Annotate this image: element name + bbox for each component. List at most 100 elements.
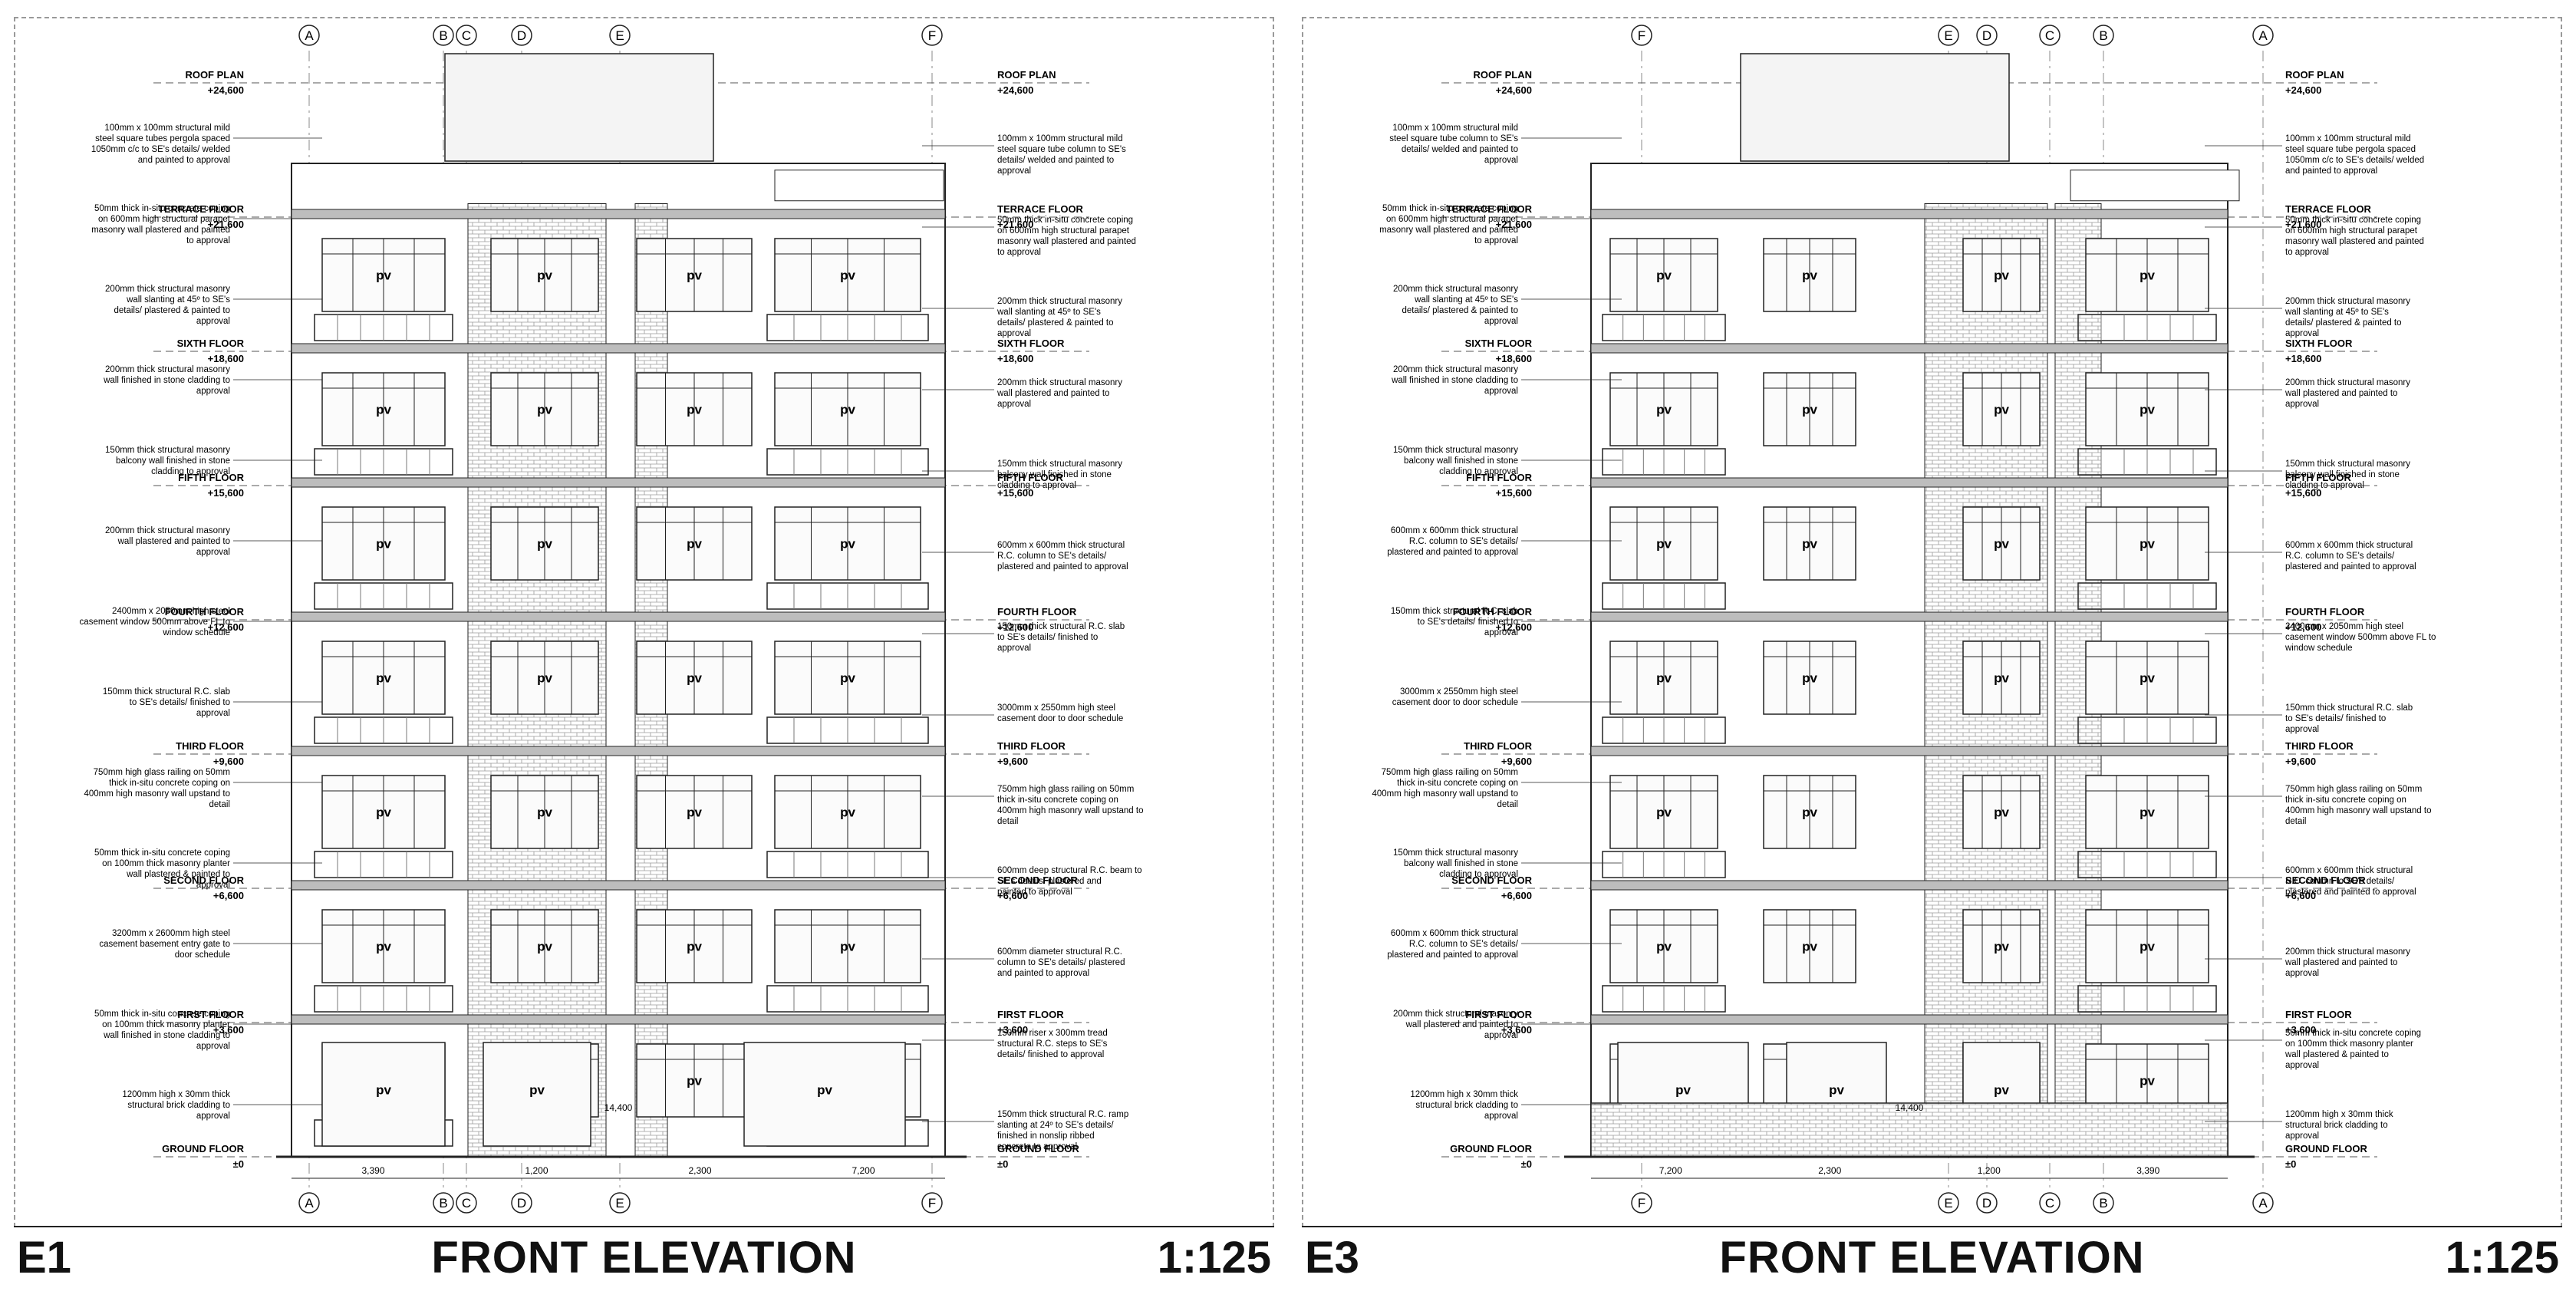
note-left: masonry wall plastered and painted <box>91 226 230 235</box>
window-tag: pv <box>1656 403 1672 417</box>
note-right: wall plastered and painted to <box>2284 389 2397 398</box>
window-tag: pv <box>1994 805 2009 820</box>
level-name-left: THIRD FLOOR <box>176 740 244 752</box>
level-value-right: +6,600 <box>2285 890 2316 901</box>
note-left: 600mm x 600mm thick structural <box>1391 929 1518 938</box>
window-tag: pv <box>376 940 391 954</box>
level-value-right: +24,600 <box>2285 84 2321 96</box>
window-tag: pv <box>1994 940 2009 954</box>
note-left: 100mm x 100mm structural mild <box>1392 124 1518 133</box>
note-right: 3000mm x 2550mm high steel <box>997 703 1115 713</box>
window-tag: pv <box>1994 268 2009 283</box>
grid-bubble-top <box>2039 25 2060 46</box>
note-right: on 600mm high structural parapet <box>997 226 1130 235</box>
grid-label-top: F <box>1638 28 1645 43</box>
level-name-right: SIXTH FLOOR <box>2285 338 2353 349</box>
drawing-code: E1 <box>17 1233 71 1283</box>
window-tag: pv <box>2140 940 2155 954</box>
level-value-right: +12,600 <box>997 621 1033 633</box>
window-tag: pv <box>687 268 702 283</box>
note-right: masonry wall plastered and painted <box>997 237 1136 246</box>
roof-structure <box>444 53 714 162</box>
level-name-right: ROOF PLAN <box>2285 69 2344 81</box>
window-tag: pv <box>376 671 391 686</box>
roof-pergola <box>774 170 944 202</box>
note-right: 150mm thick structural masonry <box>2285 459 2410 469</box>
grid-bubble-top <box>511 25 532 46</box>
note-left: approval <box>196 709 230 718</box>
window-tag: pv <box>687 805 702 820</box>
dimension-text: 1,200 <box>525 1165 548 1176</box>
note-left: 50mm thick in-situ concrete coping <box>94 204 230 213</box>
level-name-left: FOURTH FLOOR <box>1453 606 1533 618</box>
window-tag: pv <box>376 268 391 283</box>
note-right: slanting at 24º to SE's details/ <box>997 1121 1114 1130</box>
dimension-text: 2,300 <box>688 1165 711 1176</box>
note-right: wall slanting at 45º to SE's <box>996 308 1101 317</box>
window-tag: pv <box>840 537 855 552</box>
level-name-left: FIRST FLOOR <box>1465 1009 1532 1020</box>
window-tag: pv <box>2140 805 2155 820</box>
level-value-left: +6,600 <box>1501 890 1532 901</box>
level-name-left: SECOND FLOOR <box>163 874 244 886</box>
floor-slab <box>1590 209 2228 219</box>
note-right: 600mm diameter structural R.C. <box>997 947 1122 957</box>
note-left: plastered and painted to approval <box>1387 548 1518 557</box>
window-tag: pv <box>840 671 855 686</box>
grid-label-bottom: D <box>517 1196 526 1210</box>
note-left: approval <box>196 1042 230 1051</box>
level-name-left: SIXTH FLOOR <box>177 338 245 349</box>
window-tag: pv <box>537 805 552 820</box>
note-left: on 100mm thick masonry planter <box>102 859 230 868</box>
ground-door <box>743 1042 906 1147</box>
note-right: 200mm thick structural masonry <box>2285 947 2410 957</box>
note-right: details/ welded and painted to <box>997 156 1114 165</box>
note-left: 750mm high glass railing on 50mm <box>1382 768 1518 777</box>
note-right: approval <box>997 166 1031 176</box>
note-left: cladding to approval <box>1439 467 1518 476</box>
grid-label-bottom: A <box>305 1196 314 1210</box>
note-left: 200mm thick structural masonry <box>105 285 230 294</box>
grid-label-top: D <box>517 28 526 43</box>
note-left: cladding to approval <box>151 467 230 476</box>
level-value-left: +9,600 <box>1501 756 1532 767</box>
level-value-left: +15,600 <box>208 487 244 499</box>
grid-label-bottom: B <box>2099 1196 2107 1210</box>
note-left: 150mm thick structural masonry <box>1393 848 1518 858</box>
level-value-right: +18,600 <box>2285 353 2321 364</box>
note-left: 400mm high masonry wall upstand to <box>1372 789 1519 799</box>
dimension-text: 3,390 <box>2136 1165 2159 1176</box>
note-right: 150mm thick structural R.C. ramp <box>997 1110 1128 1119</box>
note-left: approval <box>1484 387 1518 396</box>
note-left: casement basement entry gate to <box>99 940 230 949</box>
window-tag: pv <box>1656 537 1672 552</box>
grid-label-bottom: E <box>1944 1196 1952 1210</box>
floor-slab <box>291 343 946 354</box>
note-right: approval <box>2285 1061 2319 1070</box>
drawing-code: E3 <box>1305 1233 1359 1283</box>
note-right: structural R.C. steps to SE's <box>997 1039 1108 1049</box>
level-name-left: THIRD FLOOR <box>1464 740 1532 752</box>
drawing-scale: 1:125 <box>1157 1233 1271 1283</box>
overall-dimension: 14,400 <box>604 1102 633 1113</box>
window-tag: pv <box>1675 1083 1691 1098</box>
note-right: R.C. column to SE's details/ <box>997 552 1107 561</box>
level-name-right: FIRST FLOOR <box>2285 1009 2352 1020</box>
level-name-left: TERRACE FLOOR <box>158 203 245 215</box>
note-left: 2400mm x 2050mm high steel <box>112 607 230 616</box>
grid-label-bottom: F <box>1638 1196 1645 1210</box>
note-left: masonry wall plastered and painted <box>1379 226 1518 235</box>
plinth-brick-cladding <box>1590 1102 2228 1158</box>
level-value-right: ±0 <box>997 1158 1008 1170</box>
level-value-left: +9,600 <box>213 756 244 767</box>
floor-slab <box>1590 746 2228 756</box>
note-right: steel square tube pergola spaced <box>2285 145 2416 154</box>
note-left: wall finished in stone cladding to <box>103 376 230 385</box>
window-tag: pv <box>2140 1074 2155 1089</box>
note-right: 50mm thick in-situ concrete coping <box>997 216 1133 225</box>
level-value-left: ±0 <box>233 1158 244 1170</box>
note-left: balcony wall finished in stone <box>116 456 230 466</box>
level-name-left: GROUND FLOOR <box>1450 1143 1532 1154</box>
floor-slab <box>291 477 946 488</box>
